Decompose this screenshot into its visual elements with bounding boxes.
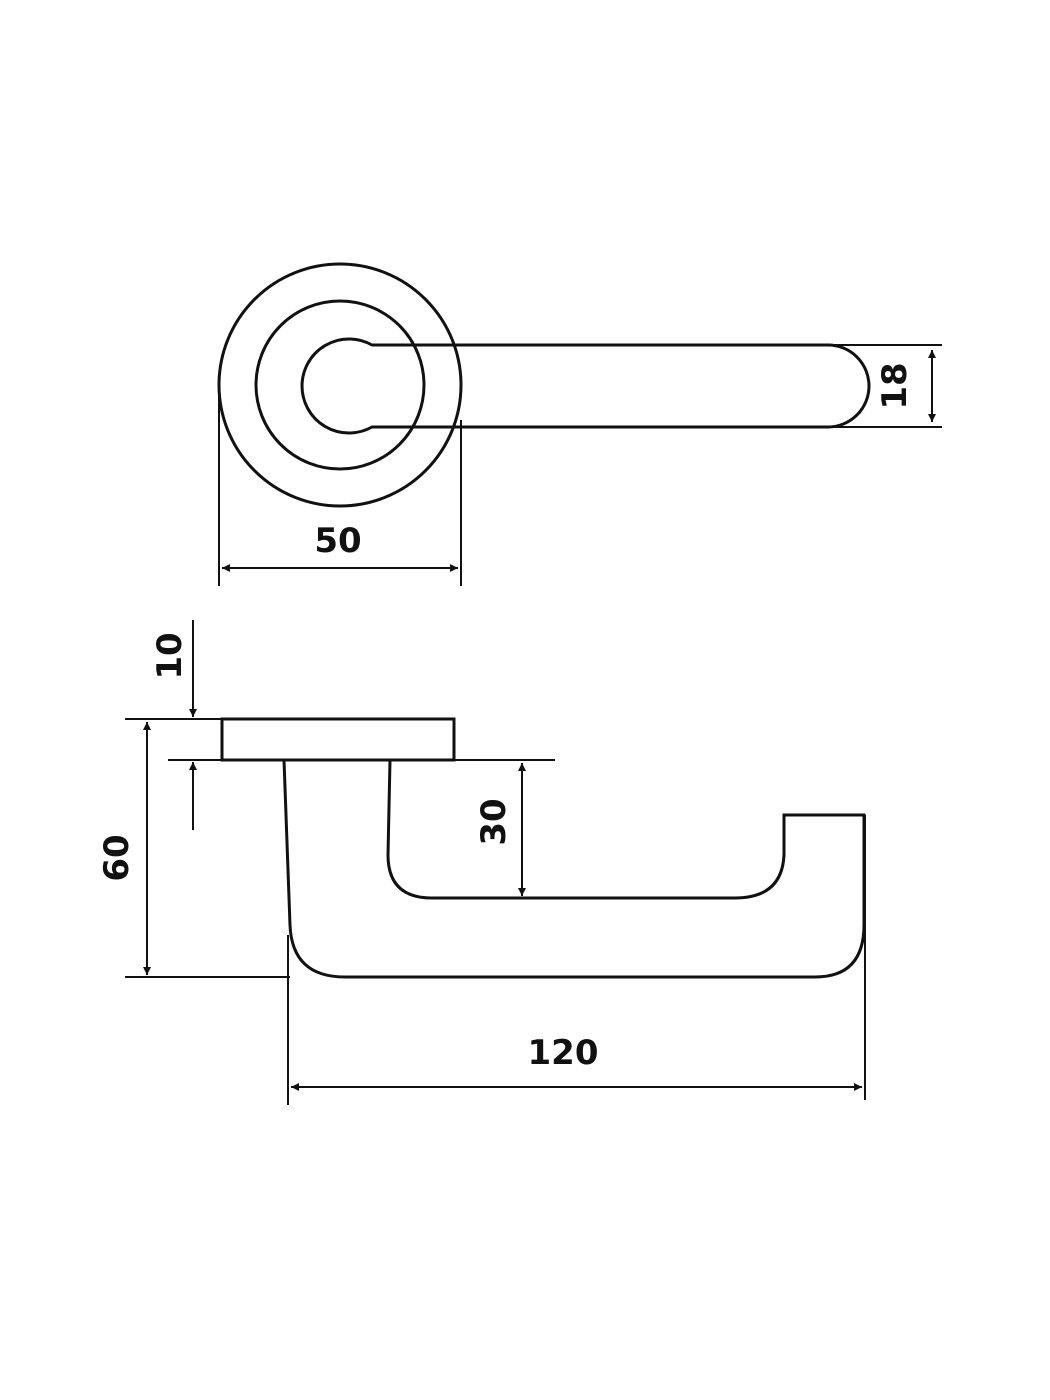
top-view: 18 50: [217, 262, 942, 586]
lever-side: [282, 759, 866, 979]
rosette-outer: [217, 262, 463, 508]
rosette-inner: [254, 299, 426, 471]
dim-10-label: 10: [150, 632, 190, 679]
dim-30-label: 30: [474, 798, 514, 845]
dim-18-label: 18: [875, 362, 915, 409]
dim-120-label: 120: [528, 1033, 599, 1073]
dim-60-label: 60: [97, 834, 137, 881]
side-view: 10 60 30 120: [97, 620, 866, 1105]
rosette-side: [220, 717, 456, 762]
dim-50-label: 50: [314, 521, 361, 561]
lever-top: [300, 337, 871, 435]
